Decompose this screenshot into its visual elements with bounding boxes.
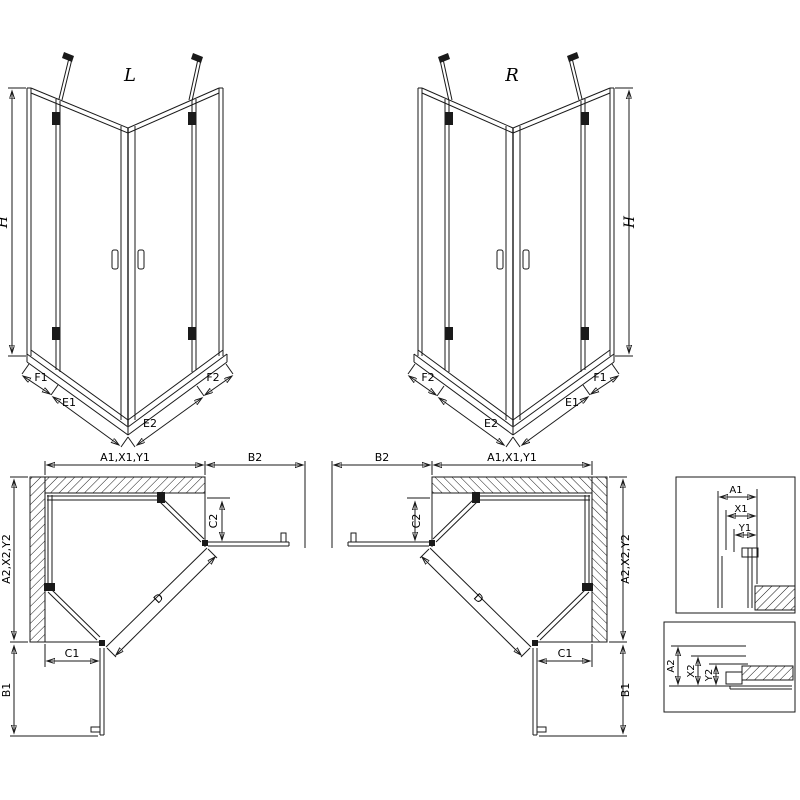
variant-label-left: L <box>123 65 136 86</box>
detail-top-y1-label: Y1 <box>738 523 751 534</box>
plan-left-side-depth-label: A2,X2,Y2 <box>0 534 13 584</box>
plan-right-side-depth-label: A2,X2,Y2 <box>619 534 632 584</box>
dim-label-f1-left: F1 <box>34 371 47 384</box>
wall-hatch-detail <box>741 665 794 681</box>
wall-hatch-top <box>44 476 206 494</box>
hinge-icon <box>52 112 60 125</box>
dim-label-e2-right: E2 <box>484 417 498 430</box>
detail-top-x1-label: X1 <box>734 504 747 515</box>
wall-bracket-icon <box>62 52 74 62</box>
wall-bracket-icon <box>191 53 203 63</box>
hinge-icon <box>188 112 196 125</box>
plan-left-view <box>10 461 306 737</box>
detail-top-a1-label: A1 <box>729 485 742 496</box>
variant-label-right: R <box>504 65 519 86</box>
dim-label-f2-right: F2 <box>421 371 434 384</box>
door-handle-icon <box>137 249 145 270</box>
detail-box-bottom: A2 X2 Y2 <box>663 621 796 713</box>
plan-left-top-width-label: A1,X1,Y1 <box>100 451 150 464</box>
dim-label-f1-right: F1 <box>593 371 606 384</box>
dim-label-f2-left: F2 <box>206 371 219 384</box>
plan-left-recess-label: C2 <box>207 514 220 529</box>
wall-hatch-side <box>29 476 46 643</box>
plan-right-recess-label: C2 <box>410 514 423 529</box>
plan-left-diagonal-label: D <box>151 591 166 606</box>
hinge-icon <box>52 327 60 340</box>
plan-left-fixed-label: C1 <box>65 647 80 660</box>
dim-label-e2-left: E2 <box>143 417 157 430</box>
hinge-icon <box>44 583 55 591</box>
door-handle-icon <box>111 249 119 270</box>
height-dim-label-left: H <box>0 215 11 229</box>
door-handle-icon <box>90 726 101 733</box>
hinge-icon <box>157 492 165 503</box>
detail-bottom-x2-label: X2 <box>686 664 697 677</box>
pivot-icon <box>202 540 208 546</box>
plan-left-open-depth-label: B1 <box>0 683 13 698</box>
plan-left-open-width-label: B2 <box>248 451 263 464</box>
pivot-icon <box>99 640 105 646</box>
elevation-right-view <box>408 52 633 447</box>
door-handle-icon <box>280 532 287 543</box>
dim-label-e1-right: E1 <box>565 396 579 409</box>
plan-right-fixed-label: C1 <box>558 647 573 660</box>
detail-bottom-a2-label: A2 <box>666 659 677 672</box>
elevation-left-view <box>8 52 234 448</box>
detail-box-top: A1 X1 Y1 <box>675 476 796 614</box>
hinge-icon <box>188 327 196 340</box>
detail-bottom-y2-label: Y2 <box>704 669 715 682</box>
plan-right-open-width-label: B2 <box>375 451 390 464</box>
height-dim-label-right: H <box>622 215 638 229</box>
plan-right-diagonal-label: D <box>471 591 486 606</box>
plan-right-top-width-label: A1,X1,Y1 <box>487 451 537 464</box>
dim-label-e1-left: E1 <box>62 396 76 409</box>
plan-right-open-depth-label: B1 <box>619 683 632 698</box>
wall-hatch-detail <box>754 585 796 611</box>
